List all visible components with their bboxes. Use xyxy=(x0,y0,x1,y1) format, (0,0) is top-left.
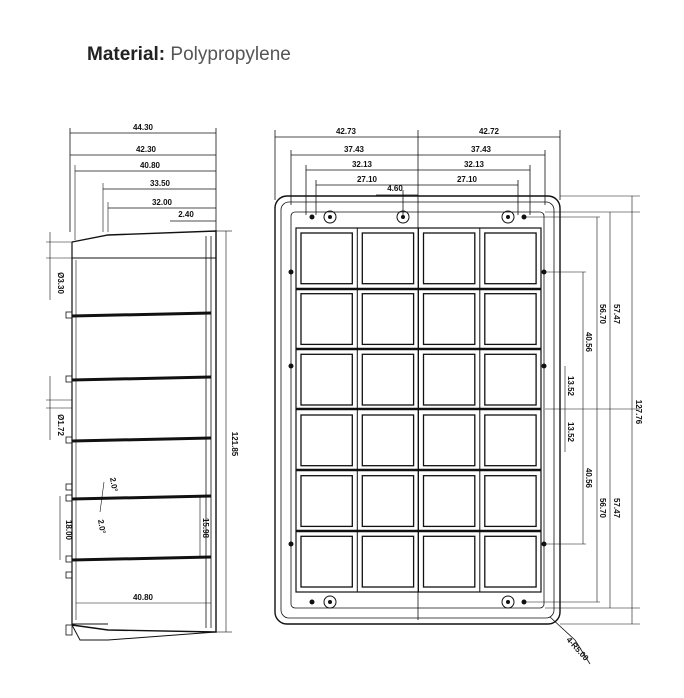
dim-2-40: 2.40 xyxy=(178,210,194,219)
material-label: Material: xyxy=(87,44,166,65)
dim-top-right-27-10: 27.10 xyxy=(457,175,478,184)
tray-cell xyxy=(422,232,476,285)
dim-top-left-42-73: 42.73 xyxy=(336,127,357,136)
dim-overall-height: 127.76 xyxy=(634,400,643,425)
top-view: 42.73 37.43 32.13 27.10 4.60 42.72 37.43… xyxy=(274,127,643,665)
tray-cell xyxy=(422,414,476,467)
tray-cell xyxy=(422,475,476,528)
tray-cell xyxy=(484,535,537,588)
dim-right-57-47-top: 57.47 xyxy=(612,304,621,325)
tray-cell xyxy=(300,353,353,406)
side-view: 44.30 42.30 40.80 33.50 32.00 2.40 xyxy=(46,123,239,641)
dim-right-40-56-bottom: 40.56 xyxy=(584,468,593,489)
dim-bottom-width: 40.80 xyxy=(133,593,154,602)
dim-right-13-52-bottom: 13.52 xyxy=(566,422,575,443)
dim-32-00: 32.00 xyxy=(152,198,173,207)
tray-cell xyxy=(484,232,537,285)
dim-pitch: 18.00 xyxy=(64,520,73,541)
dim-right-13-52-top: 13.52 xyxy=(566,376,575,397)
dim-right-56-70-bottom: 56.70 xyxy=(598,498,607,519)
tray-cell xyxy=(422,293,476,346)
material-title: Material: Polypropylene xyxy=(87,44,291,66)
tray-cell xyxy=(484,414,537,467)
tray-cell xyxy=(484,475,537,528)
dim-top-right-37-43: 37.43 xyxy=(471,145,492,154)
angle-label-2: 2.0° xyxy=(96,519,107,535)
dim-dia-1-72: Ø1.72 xyxy=(56,414,65,436)
tray-cell xyxy=(300,475,353,528)
dim-right-40-56-top: 40.56 xyxy=(584,332,593,353)
dim-44-30: 44.30 xyxy=(133,123,154,132)
tray-cell xyxy=(422,535,476,588)
tray-cell xyxy=(422,353,476,406)
dim-corner-radius: 4-R5.00 xyxy=(565,635,591,663)
material-value: Polypropylene xyxy=(170,44,291,65)
dim-top-left-32-13: 32.13 xyxy=(352,160,373,169)
dim-40-80: 40.80 xyxy=(140,161,161,170)
dim-right-56-70-top: 56.70 xyxy=(598,304,607,325)
dim-33-50: 33.50 xyxy=(150,179,171,188)
dim-top-left-27-10: 27.10 xyxy=(357,175,378,184)
tray-cell xyxy=(361,353,415,406)
tray-cell xyxy=(361,475,415,528)
dim-42-30: 42.30 xyxy=(136,145,157,154)
tray-cell xyxy=(484,293,537,346)
dim-dia-3-30: Ø3.30 xyxy=(56,272,65,294)
tray-cell xyxy=(484,353,537,406)
tray-cell xyxy=(361,535,415,588)
tray-cell xyxy=(300,232,353,285)
dim-top-right-32-13: 32.13 xyxy=(464,160,485,169)
dim-wall: 15.98 xyxy=(201,518,210,539)
angle-label-1: 2.0° xyxy=(108,477,119,493)
tray-cell xyxy=(361,293,415,346)
tray-cell xyxy=(361,232,415,285)
dim-top-4-60: 4.60 xyxy=(387,184,403,193)
dim-right-57-47-bottom: 57.47 xyxy=(612,498,621,519)
tray-cell xyxy=(300,535,353,588)
tray-cell xyxy=(361,414,415,467)
dim-top-right-42-72: 42.72 xyxy=(479,127,500,136)
tray-cell xyxy=(300,414,353,467)
dim-height: 121.85 xyxy=(230,432,239,457)
tray-cell xyxy=(300,293,353,346)
dim-top-left-37-43: 37.43 xyxy=(344,145,365,154)
